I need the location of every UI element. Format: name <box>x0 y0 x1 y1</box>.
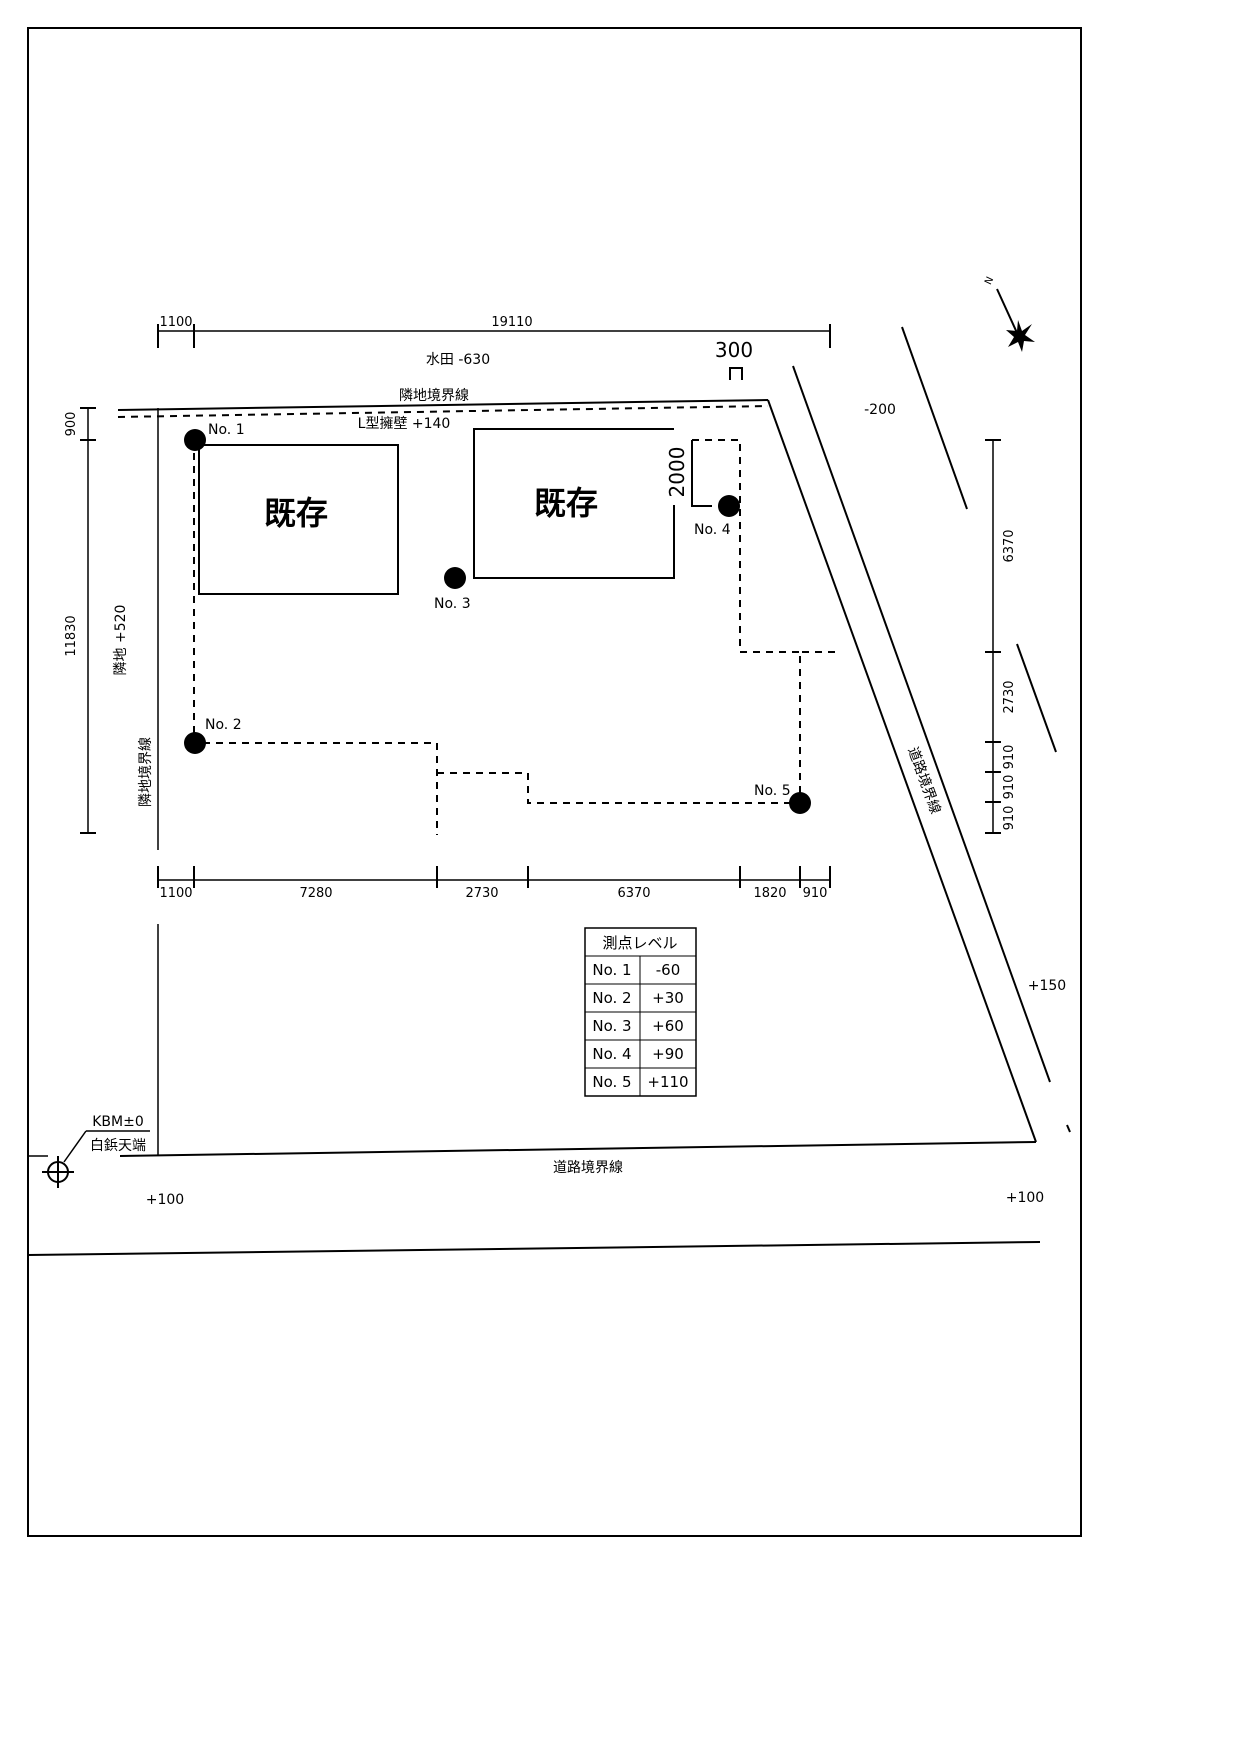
survey-point-4-label: No. 4 <box>694 522 731 538</box>
dim-right-5: 910 <box>1002 806 1017 831</box>
survey-point-2: No. 2 <box>184 717 242 754</box>
road-boundary-bottom-label: 道路境界線 <box>553 1160 623 1176</box>
kbm-label: KBM±0 <box>92 1114 144 1130</box>
neighbor-boundary-top-line <box>117 399 769 411</box>
bottom-dimension: 1100 7280 2730 6370 1820 910 <box>157 866 831 901</box>
plan-outline-bottom <box>437 651 835 804</box>
survey-point-1: No. 1 <box>184 422 245 451</box>
dim-top-1: 1100 <box>159 315 192 330</box>
survey-point-5-label: No. 5 <box>754 783 791 799</box>
field-edge-line-2 <box>1016 643 1057 753</box>
level-table: 測点レベル No. 1 -60 No. 2 +30 No. 3 +60 No. … <box>584 927 697 1097</box>
dim-bottom-4: 6370 <box>617 886 650 901</box>
level-table-name-2: No. 2 <box>592 989 631 1007</box>
dim-bottom-5: 1820 <box>753 886 786 901</box>
level-table-name-3: No. 3 <box>592 1017 631 1035</box>
field-edge-tick <box>1066 1124 1071 1133</box>
survey-point-2-label: No. 2 <box>205 717 242 733</box>
survey-point-4: No. 4 <box>694 495 740 538</box>
plan-outline-left <box>193 440 438 835</box>
dim-bottom-3: 2730 <box>465 886 498 901</box>
dim-bottom-1: 1100 <box>159 886 192 901</box>
right-dimension: 6370 2730 910 910 910 <box>985 439 1017 834</box>
level-right-top: -200 <box>864 402 896 418</box>
level-table-name-5: No. 5 <box>592 1073 631 1091</box>
level-bottom-left: +100 <box>146 1192 184 1208</box>
site-plan-drawing: 1100 19110 水田 -630 300 隣地境界線 L型擁壁 +140 道… <box>27 27 1082 1537</box>
survey-point-5: No. 5 <box>754 783 811 814</box>
level-table-value-3: +60 <box>652 1017 684 1035</box>
existing-building-2-label: 既存 <box>534 484 598 522</box>
road-edge-bottom-line <box>27 1241 1041 1256</box>
dim-300-label: 300 <box>715 338 753 362</box>
north-label: N <box>983 275 996 286</box>
section-mark <box>729 367 743 380</box>
left-dimension: 900 11830 <box>64 407 96 834</box>
dim-bottom-6: 910 <box>803 886 828 901</box>
neighbor-left-label: 隣地 +520 <box>113 605 129 676</box>
survey-point-1-label: No. 1 <box>208 422 245 438</box>
dim-bottom-2: 7280 <box>299 886 332 901</box>
neighbor-boundary-top-label: 隣地境界線 <box>399 388 469 404</box>
level-right-mid: +150 <box>1028 978 1066 994</box>
level-bottom-right: +100 <box>1006 1190 1044 1206</box>
road-boundary-right-line <box>767 399 1037 1143</box>
level-table-name-4: No. 4 <box>592 1045 631 1063</box>
dim-right-1: 6370 <box>1002 529 1017 562</box>
retaining-wall-line <box>117 405 769 418</box>
dim-left-1: 900 <box>64 412 79 437</box>
dim-left-2: 11830 <box>64 615 79 656</box>
level-table-header: 測点レベル <box>602 934 677 952</box>
level-table-value-2: +30 <box>652 989 684 1007</box>
dim-right-4: 910 <box>1002 775 1017 800</box>
dim-right-2: 2730 <box>1002 680 1017 713</box>
level-table-value-4: +90 <box>652 1045 684 1063</box>
retaining-wall-label: L型擁壁 +140 <box>358 416 451 432</box>
top-dimension: 1100 19110 <box>157 315 831 348</box>
dim-top-2: 19110 <box>491 315 532 330</box>
kbm-sub-label: 白鋲天端 <box>90 1138 146 1154</box>
level-table-value-1: -60 <box>656 961 681 979</box>
dim-2000-bracket <box>691 440 712 507</box>
road-boundary-right-label: 道路境界線 <box>904 745 943 816</box>
field-edge-line-1 <box>901 326 968 510</box>
level-table-name-1: No. 1 <box>592 961 631 979</box>
level-table-value-5: +110 <box>647 1073 688 1091</box>
north-arrow-icon: N <box>983 275 1035 352</box>
road-edge-right-line <box>792 365 1051 1083</box>
plan-outline-right <box>692 439 800 653</box>
survey-point-3: No. 3 <box>434 567 471 612</box>
paddy-label: 水田 -630 <box>426 352 490 368</box>
existing-building-2 <box>473 428 675 579</box>
drawing-frame <box>27 27 1082 1537</box>
road-boundary-bottom-line <box>119 1141 1037 1157</box>
existing-building-1-label: 既存 <box>264 494 328 532</box>
survey-point-3-label: No. 3 <box>434 596 471 612</box>
neighbor-boundary-left-label: 隣地境界線 <box>138 737 154 807</box>
dim-right-3: 910 <box>1002 745 1017 770</box>
dim-2000-label: 2000 <box>665 447 689 498</box>
kbm-benchmark: KBM±0 白鋲天端 <box>28 1114 150 1188</box>
existing-building-1 <box>198 444 399 595</box>
